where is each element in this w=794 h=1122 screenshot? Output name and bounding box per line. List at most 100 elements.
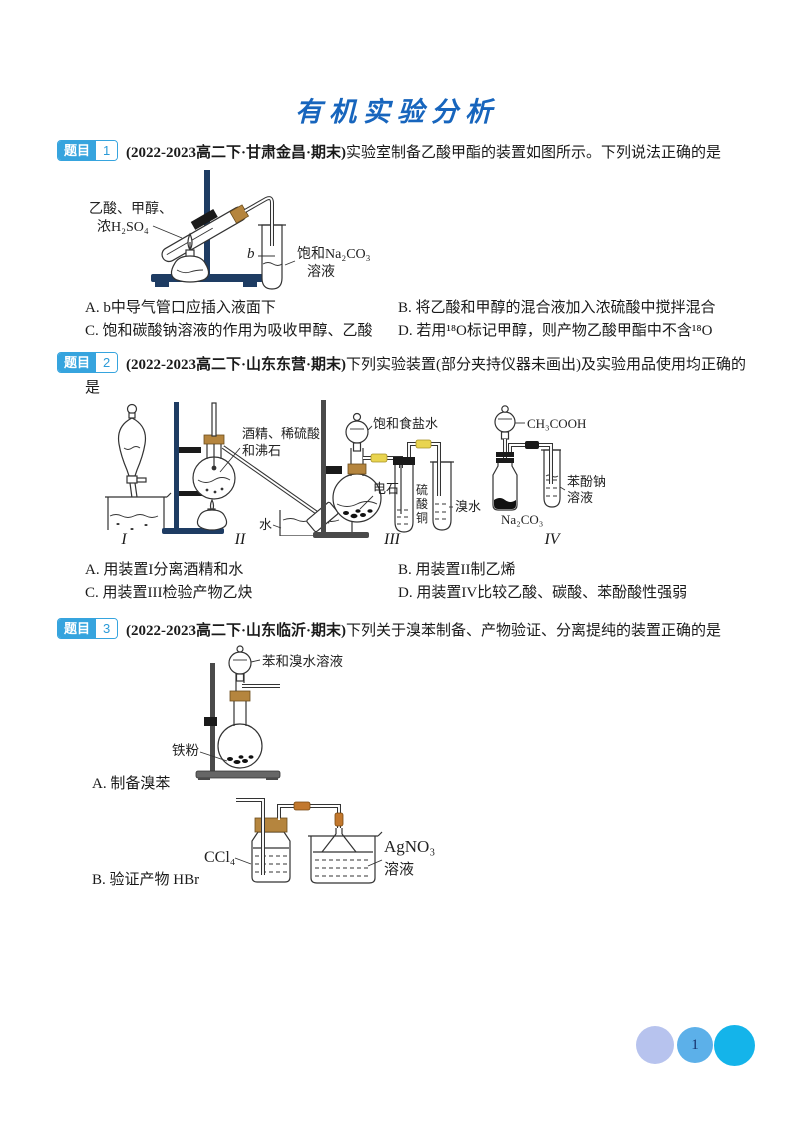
q2-option-c: C. 用装置III检验产物乙炔 [85,585,253,601]
badge-number: 2 [96,353,118,372]
water-label: 水 [259,517,272,532]
footer-page-number-circle: 1 [677,1027,713,1063]
phenolate-label-line1: 苯酚钠 [567,474,606,489]
funnel-label: 饱和食盐水 [373,416,438,431]
na2co3-solid [494,498,516,509]
flask-contents-label-line2: 和沸石 [242,443,281,458]
stopper-band [496,458,514,463]
option-row: C. 用装置III检验产物乙炔 D. 用装置IV比较乙酸、碳酸、苯酚酸性强弱 [85,582,747,605]
stand-pole [174,402,179,530]
option-row: A. b中导气管口应插入液面下 B. 将乙酸和甲醇的混合液加入浓硫酸中搅拌混合 [85,297,747,320]
alcohol-lamp-body [196,509,228,531]
rubber-connector [525,441,539,449]
inverted-funnel [321,828,357,853]
na2co3-label: Na₂CO₃ [501,512,543,527]
q2-options: A. 用装置I分离酒精和水 B. 用装置II制乙烯 C. 用装置III检验产物乙… [85,559,747,605]
funnel-knob [501,405,509,413]
test-tube-1 [394,461,414,533]
ccl4-liquid [255,855,288,873]
question-stem: 下列关于溴苯制备、产物验证、分离提纯的装置正确的是 [346,623,722,639]
q3-apparatus-A: 苯和溴水溶液 铁粉 [172,645,343,780]
funnel-liquid [123,446,141,450]
funnel-knob [352,412,362,422]
bromine-water-label: 溴水 [455,499,481,514]
pointer-line [367,859,383,867]
question-stem: 实验室制备乙酸甲酯的装置如图所示。下列说法正确的是 [346,145,722,161]
dropping-funnel-bulb [345,420,369,444]
agno3-liquid [315,859,371,877]
separating-funnel [117,417,147,477]
apparatus-I-caption: I [121,531,127,548]
black-stopper [393,457,415,465]
page-number: 1 [691,1036,699,1053]
sodium-phenolate-solution [546,479,558,497]
q1-option-d: D. 若用¹⁸O标记甲醇，则产物乙酸甲酯中不含¹⁸O [398,323,713,339]
rubber-connector [293,801,311,811]
dropping-funnel-bulb [228,651,252,675]
question-stem: 下列实验装置(部分夹持仪器未画出)及实验用品使用均正确的是 [85,357,746,396]
beaker [310,836,376,884]
pointer-line [272,524,282,529]
phenolate-label-line2: 溶液 [567,490,593,505]
pointer-line [559,486,566,491]
pointer-line [284,260,296,266]
stopcock [500,431,510,440]
stand-foot [198,778,210,780]
beaker-liquid-surface [109,514,159,518]
flask-liquid [197,477,231,483]
stand-pole [321,400,326,532]
cork-stopper [229,690,251,702]
page-title: 有机实验分析 [295,97,499,128]
delivery-tube-inner [222,446,331,523]
pointer-line [234,857,252,865]
flask-liquid [336,501,378,507]
stopcock-handle [136,477,147,483]
apparatus-III-caption: III [384,531,400,548]
badge-label: 题目 [58,619,97,638]
stopper-neck [128,412,136,419]
pointer-line [250,659,261,663]
cuso4-label-char2: 酸 [416,496,428,511]
apparatus-II-caption: II [234,531,246,548]
test-tube-b [261,224,283,290]
clamp [326,466,342,474]
clamp [190,209,218,230]
cuso4-label-char1: 硫 [416,482,428,497]
na2co3-label-line2: 溶液 [307,264,335,280]
stopcock [126,475,138,484]
thermometer [211,402,217,437]
apparatus-IV-caption: IV [544,531,560,548]
reagents-label-line1: 乙酸、甲醇、 [89,200,173,217]
acetic-acid-label: CH₃COOH [527,416,586,431]
footer-decor-circle-right [714,1025,755,1066]
stand-foot [155,282,169,287]
q3-apparatus-B: CCl₄ AgNO₃ 溶液 [204,798,435,884]
stopper-band [496,452,514,457]
cork-stopper [254,817,288,833]
iron-powder-label: 铁粉 [172,743,199,758]
agno3-label-line2: 溶液 [384,861,414,878]
option-row: A. 用装置I分离酒精和水 B. 用装置II制乙烯 [85,559,747,582]
calcium-carbide-solid [343,509,373,519]
reagents-label-line2: 浓H₂SO₄ [97,219,149,235]
carbide-label: 电石 [373,481,399,496]
question-source: (2022-2023高二下·甘肃金昌·期末) [126,145,346,161]
pointer-line [367,425,373,431]
funnel-knob [236,645,244,653]
q3-caption-a: A. 制备溴苯 [92,776,171,792]
clamp [179,447,201,453]
q2-apparatus-IV: CH₃COOH 苯酚钠 溶液 Na₂CO₃ [492,405,606,527]
badge-number: 3 [96,619,118,638]
lamp-fuel-line [176,269,204,274]
liquid-surface [262,262,283,266]
cork-stopper [347,463,367,475]
ccl4-label: CCl₄ [204,849,236,866]
q2-option-d: D. 用装置IV比较乙酸、碳酸、苯酚酸性强弱 [398,585,688,601]
q1-option-a: A. b中导气管口应插入液面下 [85,300,276,316]
stand-base [195,770,281,779]
funnel-contents-label: 苯和溴水溶液 [262,654,343,669]
